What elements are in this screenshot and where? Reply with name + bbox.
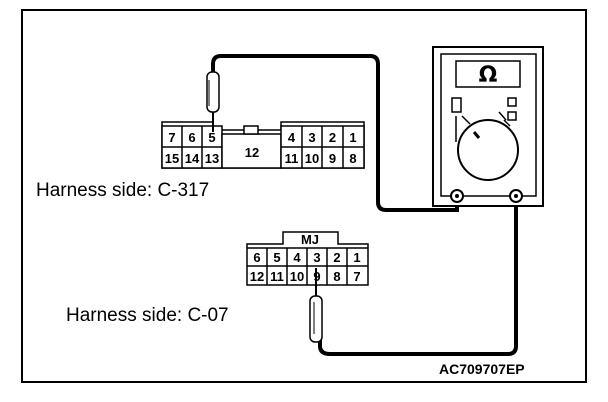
c317-pin-13: 13: [205, 151, 219, 166]
c07-pin-10: 10: [290, 269, 304, 284]
diagram-border: [21, 9, 587, 383]
c07-pin-12: 12: [250, 269, 264, 284]
c317-pin-7: 7: [168, 130, 175, 145]
c317-pin-10: 10: [305, 151, 319, 166]
meter-range-markers: [451, 97, 517, 142]
c317-pin-9: 9: [329, 151, 336, 166]
ohm-terminal: [509, 189, 523, 203]
probe-c07: [309, 268, 323, 343]
c317-pin-11: 11: [285, 151, 299, 166]
test-lead-red: [318, 198, 518, 356]
c07-pin-3: 3: [313, 250, 320, 265]
c317-pin-2: 2: [329, 130, 336, 145]
c317-pin-5: 5: [208, 130, 215, 145]
c07-harness-label: Harness side: C-07: [66, 305, 229, 326]
c07-pin-2: 2: [333, 250, 340, 265]
ohm-symbol: Ω: [479, 63, 498, 88]
c317-pin-8: 8: [349, 151, 356, 166]
c317-pin-1: 1: [349, 130, 356, 145]
ohmmeter: Ω: [432, 46, 544, 207]
rotary-selector-knob: [457, 119, 519, 181]
c317-pin-14: 14: [185, 151, 200, 166]
c07-pin-11: 11: [270, 269, 284, 284]
figure-code: AC709707EP: [439, 361, 525, 377]
meter-display: Ω: [455, 60, 521, 88]
c07-pin-1: 1: [353, 250, 360, 265]
c317-center-label: 12: [245, 145, 259, 160]
c317-harness-label: Harness side: C-317: [36, 180, 209, 201]
c317-pin-4: 4: [288, 130, 296, 145]
com-terminal: [450, 189, 464, 203]
c317-pin-6: 6: [188, 130, 195, 145]
c07-pin-5: 5: [273, 250, 280, 265]
probe-c317: [206, 71, 220, 132]
c317-pin-15: 15: [165, 151, 179, 166]
c07-pin-7: 7: [353, 269, 360, 284]
test-lead-black: [211, 54, 459, 212]
c07-tab-label: MJ: [301, 232, 319, 247]
c07-pin-8: 8: [333, 269, 340, 284]
c317-pin-3: 3: [308, 130, 315, 145]
c317-bottom-left-pins: 15 14 13: [165, 151, 219, 166]
c07-pin-6: 6: [253, 250, 260, 265]
c07-pin-4: 4: [293, 250, 301, 265]
